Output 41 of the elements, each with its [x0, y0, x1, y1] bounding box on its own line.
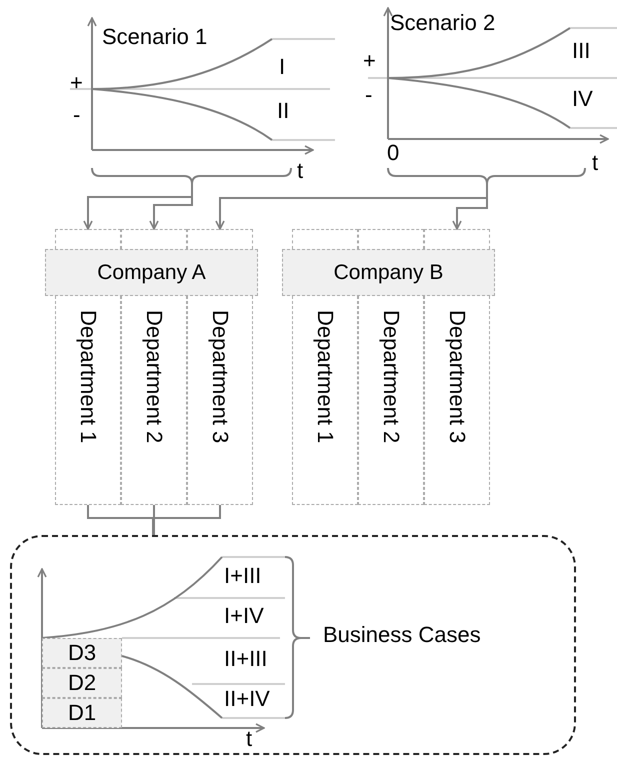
department-column: Department 1	[292, 296, 358, 505]
chart-title: Scenario 1	[102, 26, 208, 48]
connector-line	[152, 505, 221, 535]
slot-cell	[358, 229, 424, 249]
group-label: Business Cases	[323, 624, 481, 646]
company-header: Company A	[45, 249, 258, 296]
slot-cell	[424, 229, 490, 249]
department-box: D1	[42, 698, 122, 728]
slot-cell	[187, 229, 253, 249]
curve-label: II	[277, 100, 290, 122]
curve-label: IV	[572, 88, 593, 110]
axis-sign: +	[70, 72, 83, 94]
chart-title: Scenario 2	[390, 12, 496, 34]
connector-line	[153, 505, 155, 535]
slot-cell	[55, 229, 121, 249]
axis-sign: -	[73, 104, 80, 126]
curve-label: III	[572, 40, 590, 62]
case-label: II+IV	[224, 688, 270, 710]
axis-sign: +	[363, 50, 376, 72]
department-box: D2	[42, 668, 122, 698]
slot-cell	[121, 229, 187, 249]
department-box: D3	[42, 638, 122, 668]
department-column: Department 1	[55, 296, 121, 505]
business-cases-panel	[10, 535, 576, 755]
case-label: I+III	[224, 565, 262, 587]
case-label: II+III	[224, 648, 268, 670]
department-column: Department 3	[424, 296, 490, 505]
curve-label: I	[279, 56, 286, 78]
department-column: Department 2	[358, 296, 424, 505]
slot-cell	[292, 229, 358, 249]
axis-label: 0	[387, 142, 400, 164]
arrow	[452, 184, 488, 230]
axis-label: t	[297, 160, 304, 182]
arrow	[149, 184, 193, 230]
axis-label: t	[246, 728, 252, 750]
company-header: Company B	[282, 249, 495, 296]
department-column: Department 3	[187, 296, 253, 505]
case-label: I+IV	[224, 605, 264, 627]
department-column: Department 2	[121, 296, 187, 505]
axis-sign: -	[365, 84, 372, 106]
axis-label: t	[592, 152, 598, 174]
